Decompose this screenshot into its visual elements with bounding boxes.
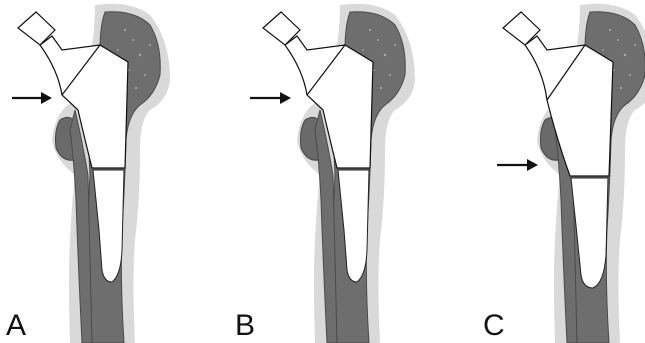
panel-label-a: A xyxy=(6,309,26,342)
right-arrow-icon xyxy=(12,92,52,104)
panel-label-b: B xyxy=(235,309,255,342)
right-arrow-icon xyxy=(250,92,291,104)
panel-a: A xyxy=(6,4,170,343)
right-arrow-icon xyxy=(497,159,538,171)
panel-c: C xyxy=(483,4,645,343)
panel-label-c: C xyxy=(483,309,505,342)
panel-b: B xyxy=(235,4,415,343)
